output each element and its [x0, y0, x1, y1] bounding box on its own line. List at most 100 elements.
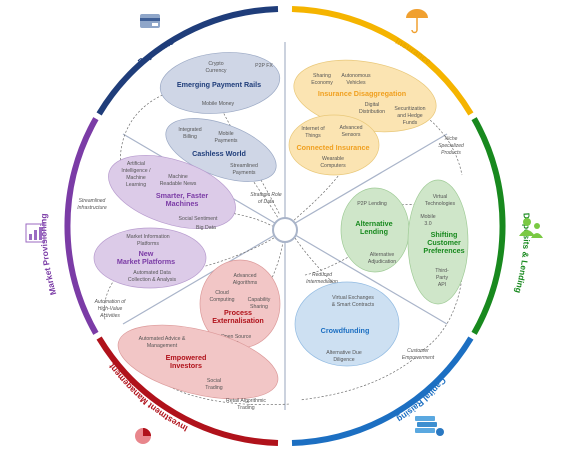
- svg-text:Virtual: Virtual: [433, 194, 448, 200]
- svg-text:Platforms: Platforms: [137, 241, 159, 247]
- svg-text:New: New: [139, 249, 154, 258]
- svg-text:Payments: Payments: [232, 170, 255, 176]
- svg-text:Virtual Exchanges: Virtual Exchanges: [332, 295, 374, 301]
- svg-text:Economy: Economy: [311, 80, 333, 86]
- svg-text:Billing: Billing: [183, 134, 197, 140]
- people-icon: [519, 218, 543, 238]
- svg-text:Computers: Computers: [320, 163, 346, 169]
- svg-text:Payments: Payments: [214, 138, 237, 144]
- svg-text:Artificial: Artificial: [127, 161, 145, 167]
- link-label-strategic-role-of-data: Strategic Role of Data: [250, 192, 282, 205]
- cluster-shifting-customer-preferences: Virtual Technologies Mobile 3.0 Shifting…: [407, 179, 469, 305]
- svg-text:Open Source: Open Source: [221, 334, 252, 340]
- svg-text:Machines: Machines: [166, 199, 199, 208]
- svg-text:Big Data: Big Data: [196, 225, 216, 231]
- svg-text:of Data: of Data: [258, 199, 274, 205]
- svg-text:Intelligence /: Intelligence /: [121, 168, 151, 174]
- insurance-arc: [291, 6, 474, 116]
- bar-chart-icon: [25, 223, 45, 243]
- svg-text:Alternative: Alternative: [355, 219, 392, 228]
- svg-text:Investors: Investors: [170, 361, 202, 370]
- svg-text:Alternative: Alternative: [370, 252, 395, 258]
- payments-arc: [96, 6, 279, 116]
- cluster-empowered-investors: Automated Advice & Management Empowered …: [117, 324, 279, 411]
- svg-text:Trading: Trading: [237, 405, 255, 411]
- segment-arcs: [64, 6, 506, 446]
- svg-text:P2P FX: P2P FX: [255, 63, 273, 69]
- svg-text:Connected Insurance: Connected Insurance: [296, 143, 369, 152]
- svg-text:Customer: Customer: [427, 238, 461, 247]
- svg-text:Customer: Customer: [407, 348, 429, 354]
- link-label-niche-specialized-products: Niche Specialized Products: [438, 136, 464, 156]
- investment-arc: [96, 336, 279, 446]
- svg-text:Activities: Activities: [99, 313, 120, 319]
- svg-text:Autonomous: Autonomous: [341, 73, 371, 79]
- capital-arc: [291, 336, 474, 446]
- svg-text:Specialized: Specialized: [438, 143, 464, 149]
- cluster-new-market-platforms: Market Information Platforms New Market …: [93, 227, 207, 289]
- svg-text:Wearable: Wearable: [322, 156, 344, 162]
- svg-text:Preferences: Preferences: [423, 246, 464, 255]
- deposits-arc: [471, 117, 506, 335]
- svg-text:Collection & Analysis: Collection & Analysis: [128, 277, 177, 283]
- svg-text:Infrastructure: Infrastructure: [77, 205, 107, 211]
- svg-text:Insurance Disaggregation: Insurance Disaggregation: [318, 89, 406, 98]
- svg-text:P2P Lending: P2P Lending: [357, 201, 387, 207]
- svg-text:Empowered: Empowered: [166, 353, 207, 362]
- svg-text:Digital: Digital: [365, 102, 379, 108]
- svg-text:Vehicles: Vehicles: [346, 80, 366, 86]
- svg-text:Securitization: Securitization: [394, 106, 425, 112]
- svg-text:Currency: Currency: [205, 68, 226, 74]
- svg-text:Sharing: Sharing: [250, 304, 268, 310]
- link-label-automation-high-value: Automation of High-Value Activities: [94, 299, 126, 319]
- svg-text:Automated Data: Automated Data: [133, 270, 171, 276]
- svg-text:Computing: Computing: [209, 297, 234, 303]
- link-label-streamlined-infrastructure: Streamlined Infrastructure: [77, 198, 107, 211]
- cluster-emerging-payment-rails: Crypto Currency P2P FX Emerging Payment …: [159, 52, 281, 114]
- segment-label-market: Market Provisioning: [38, 213, 58, 296]
- svg-text:Funds: Funds: [403, 120, 418, 126]
- svg-text:Empowerment: Empowerment: [402, 355, 435, 361]
- cluster-insurance-disaggregation: Sharing Economy Autonomous Vehicles Insu…: [293, 59, 437, 133]
- svg-text:Advanced: Advanced: [339, 125, 362, 131]
- svg-text:Distribution: Distribution: [359, 109, 385, 115]
- svg-text:Alternative Due: Alternative Due: [326, 350, 362, 356]
- svg-text:Sharing: Sharing: [313, 73, 331, 79]
- svg-text:Third-: Third-: [435, 268, 449, 274]
- svg-text:Smarter, Faster: Smarter, Faster: [156, 191, 209, 200]
- market-arc: [64, 117, 99, 335]
- svg-text:API: API: [438, 282, 446, 288]
- svg-text:Machine: Machine: [168, 174, 188, 180]
- pie-chart-icon: [135, 428, 151, 444]
- svg-text:High-Value: High-Value: [98, 306, 123, 312]
- cluster-connected-insurance: Internet of Things Advanced Sensors Conn…: [288, 114, 380, 176]
- svg-text:Management: Management: [147, 343, 178, 349]
- svg-text:Process: Process: [224, 308, 252, 317]
- link-label-reduced-intermediation: Reduced Intermediation: [306, 272, 338, 285]
- svg-text:Social: Social: [207, 378, 221, 384]
- payment-card-icon: [140, 14, 160, 28]
- svg-text:Mobile: Mobile: [420, 214, 435, 220]
- svg-text:3.0: 3.0: [424, 221, 431, 227]
- svg-text:& Smart Contracts: & Smart Contracts: [332, 302, 375, 308]
- svg-text:Things: Things: [305, 133, 321, 139]
- svg-text:Cashless World: Cashless World: [192, 149, 246, 158]
- svg-text:Retail Algorithmic: Retail Algorithmic: [226, 398, 266, 404]
- svg-text:Products: Products: [441, 150, 461, 156]
- svg-text:Market Platforms: Market Platforms: [117, 257, 175, 266]
- svg-text:and Hedge: and Hedge: [397, 113, 422, 119]
- svg-text:Sensors: Sensors: [341, 132, 360, 138]
- cluster-title: Emerging Payment Rails: [177, 80, 261, 89]
- svg-text:Lending: Lending: [360, 227, 388, 236]
- hub-circle: [272, 217, 298, 243]
- svg-text:Party: Party: [436, 275, 449, 281]
- svg-text:Readable News: Readable News: [160, 181, 197, 187]
- svg-text:Intermediation: Intermediation: [306, 279, 338, 285]
- cluster-smarter-faster-machines: Artificial Intelligence / Machine Learni…: [108, 155, 236, 231]
- link-label-customer-empowerment: Customer Empowerment: [402, 348, 435, 361]
- svg-text:Reduced: Reduced: [312, 272, 332, 278]
- svg-text:Market Information: Market Information: [126, 234, 169, 240]
- cluster-crowdfunding: Virtual Exchanges & Smart Contracts Crow…: [294, 281, 400, 367]
- svg-text:Diligence: Diligence: [333, 357, 354, 363]
- svg-text:Streamlined: Streamlined: [79, 198, 106, 204]
